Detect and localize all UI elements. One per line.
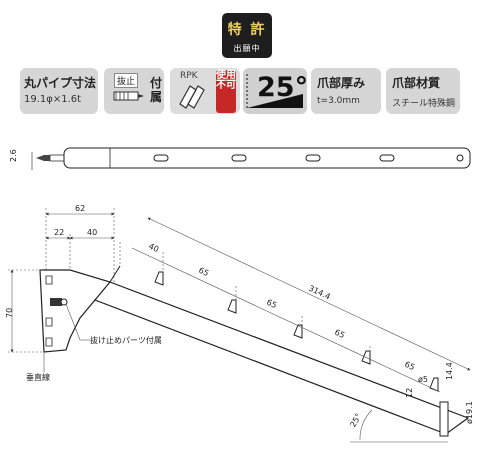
attached-text: 付属 bbox=[150, 76, 163, 104]
claw-thickness-value: t=3.0mm bbox=[317, 96, 360, 106]
dim-65-fourth: 65 bbox=[403, 360, 416, 372]
dim-40-inclined: 40 bbox=[147, 242, 160, 254]
dim-phi-19-1: ø19.1 bbox=[465, 401, 474, 424]
dim-65-second: 65 bbox=[265, 298, 278, 310]
dim-phi-5: ø5 bbox=[418, 375, 428, 384]
top-view-pipe: 2.6 bbox=[9, 147, 471, 170]
pipe-size-title: 丸パイプ寸法 bbox=[24, 76, 97, 90]
pipe-size-tile: 丸パイプ寸法 19.1φ×1.6t bbox=[20, 68, 98, 114]
rpk-tile: RPK 使用不可 bbox=[170, 68, 240, 114]
dim-65-third: 65 bbox=[333, 328, 346, 340]
claw-material-title: 爪部材質 bbox=[392, 76, 441, 90]
dim-65-first: 65 bbox=[197, 266, 210, 278]
dim-40-horizontal: 40 bbox=[87, 228, 97, 237]
pipe-size-spec: 19.1φ×1.6t bbox=[24, 94, 82, 105]
dim-70: 70 bbox=[5, 308, 14, 318]
dim-62: 62 bbox=[75, 204, 85, 213]
vertical-line-note: 垂直線 bbox=[26, 372, 50, 382]
claw-thickness-title: 爪部厚み bbox=[317, 76, 366, 90]
claw-material-tile: 爪部材質 スチール特殊鋼 bbox=[386, 68, 460, 114]
dim-25-degree: 25° bbox=[348, 412, 363, 429]
angle-tile: 25° bbox=[243, 68, 308, 114]
claw-thickness-tile: 爪部厚み t=3.0mm bbox=[311, 68, 381, 114]
rpk-bracket-icon bbox=[179, 85, 205, 109]
rpk-label: RPK bbox=[180, 71, 198, 81]
claw-material-value: スチール特殊鋼 bbox=[392, 99, 456, 109]
dim-14-4: 14.4 bbox=[445, 362, 454, 380]
side-view-bracket bbox=[39, 265, 470, 437]
patent-sub-text: 出願中 bbox=[233, 44, 261, 53]
stopper-icon bbox=[113, 91, 144, 101]
top-view-slots bbox=[153, 154, 464, 162]
dimension-lines bbox=[8, 208, 471, 443]
stopper-part-note: 抜け止めパーツ付属 bbox=[90, 335, 162, 345]
patent-main-text: 特 許 bbox=[227, 22, 267, 38]
dim-2-6: 2.6 bbox=[9, 149, 18, 162]
angle-wedge-icon bbox=[246, 74, 303, 108]
stopper-tile: 抜止 付属 bbox=[104, 68, 164, 114]
patent-pending-badge: 特 許 出願中 bbox=[222, 13, 272, 58]
stopper-label: 抜止 bbox=[114, 73, 139, 88]
usage-prohibited-label: 使用不可 bbox=[216, 70, 236, 113]
dim-12: 12 bbox=[405, 388, 414, 398]
dim-22: 22 bbox=[54, 228, 64, 237]
